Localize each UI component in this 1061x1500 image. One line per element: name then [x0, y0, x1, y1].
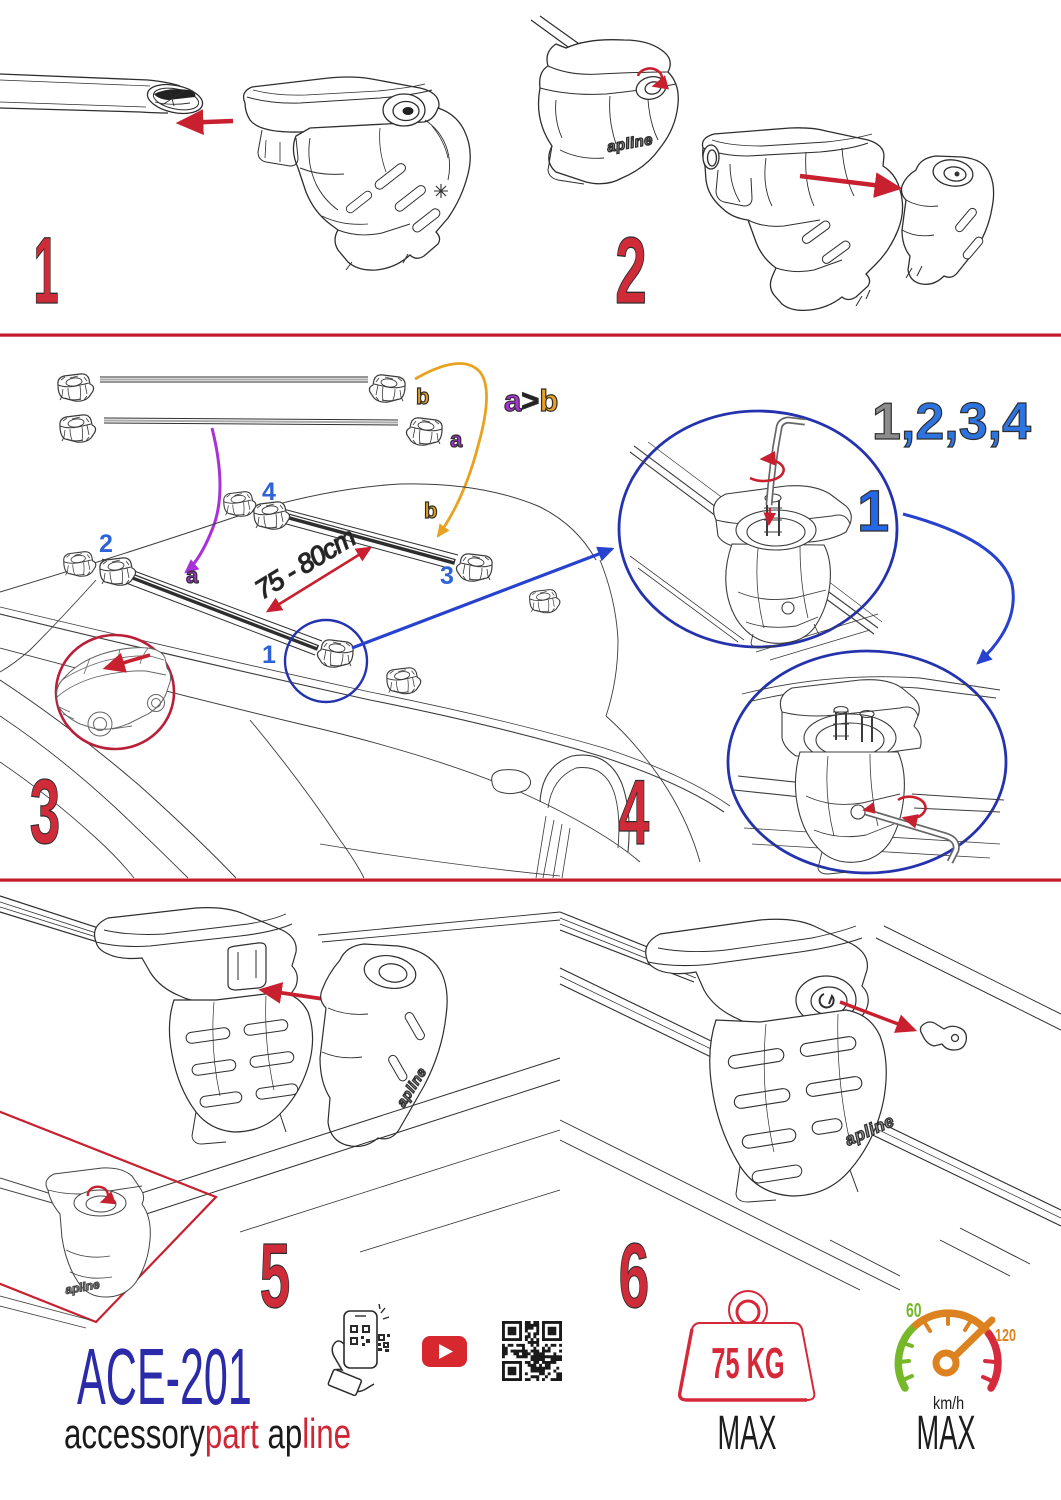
svg-text:6: 6 — [619, 1225, 650, 1328]
svg-text:1: 1 — [262, 641, 276, 669]
svg-text:4: 4 — [262, 478, 276, 506]
svg-text:1: 1 — [857, 479, 889, 544]
svg-text:2: 2 — [99, 530, 113, 558]
svg-text:accessorypart apline: accessorypart apline — [64, 1410, 351, 1457]
svg-text:60: 60 — [906, 1298, 922, 1321]
svg-text:km/h: km/h — [933, 1394, 964, 1414]
svg-text:75 KG: 75 KG — [711, 1338, 784, 1387]
svg-text:b: b — [424, 498, 437, 523]
svg-text:ACE-201: ACE-201 — [77, 1333, 252, 1422]
svg-text:a>b: a>b — [504, 383, 558, 418]
svg-text:120: 120 — [995, 1326, 1016, 1346]
svg-text:apline: apline — [64, 1277, 101, 1297]
svg-text:b: b — [416, 384, 429, 409]
svg-text:3: 3 — [30, 761, 61, 864]
svg-text:1,2,3,4: 1,2,3,4 — [872, 393, 1031, 451]
svg-text:5: 5 — [260, 1225, 291, 1328]
svg-text:a: a — [450, 427, 463, 452]
svg-text:3: 3 — [440, 562, 454, 590]
svg-text:a: a — [186, 563, 199, 588]
svg-text:MAX: MAX — [917, 1407, 976, 1460]
svg-text:MAX: MAX — [718, 1407, 777, 1460]
svg-text:4: 4 — [619, 762, 650, 865]
svg-text:2: 2 — [615, 217, 647, 324]
svg-text:1: 1 — [33, 218, 58, 324]
